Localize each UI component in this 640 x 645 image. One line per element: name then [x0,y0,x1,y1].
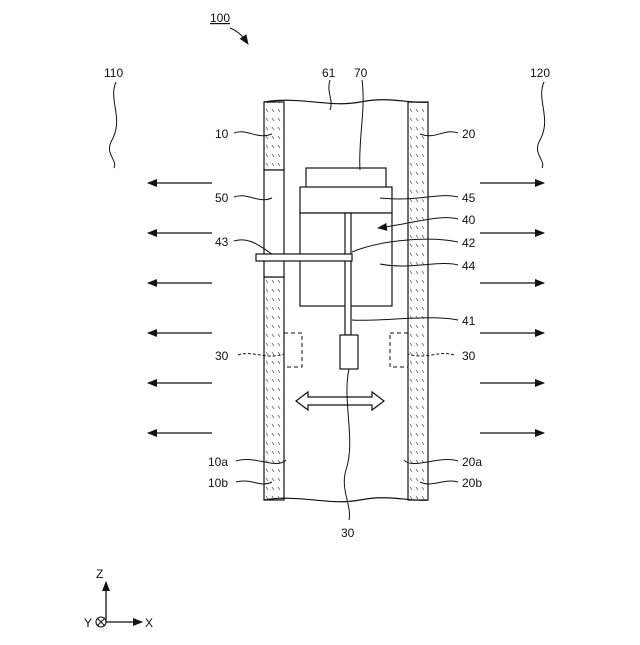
label-10b: 10b [208,476,228,490]
label-30-right: 30 [462,349,476,363]
label-110: 110 [104,66,123,80]
label-20b: 20b [462,476,482,490]
head-70 [306,168,386,188]
label-44: 44 [462,259,476,273]
sensor-left-30 [284,333,302,367]
label-50: 50 [215,191,229,205]
right-arrows [480,183,544,433]
label-30-bottom: 30 [341,526,355,540]
arm-43 [256,254,352,261]
label-100: 100 [210,11,230,25]
sensor-right-30 [390,333,408,367]
label-70: 70 [354,66,368,80]
casing-bottom-edge [264,498,428,502]
axis-indicator [96,582,142,627]
label-10: 10 [215,127,229,141]
tip-30 [340,335,358,369]
axis-z-label: Z [96,567,103,581]
casing-top-edge [264,100,428,104]
label-43: 43 [215,235,229,249]
left-arrows [148,183,212,433]
label-45: 45 [462,191,476,205]
label-20a: 20a [462,455,482,469]
rod-41 [345,213,351,335]
block-45 [300,187,392,213]
label-61: 61 [322,66,336,80]
label-120: 120 [530,66,550,80]
axis-y-label: Y [84,616,92,630]
label-40: 40 [462,213,476,227]
right-wall [408,102,428,500]
label-42: 42 [462,236,476,250]
label-30-left: 30 [215,349,229,363]
label-20: 20 [462,127,476,141]
left-wall [264,102,284,500]
label-10a: 10a [208,455,228,469]
double-arrow [296,392,384,410]
label-41: 41 [462,314,476,328]
axis-x-label: X [145,616,153,630]
